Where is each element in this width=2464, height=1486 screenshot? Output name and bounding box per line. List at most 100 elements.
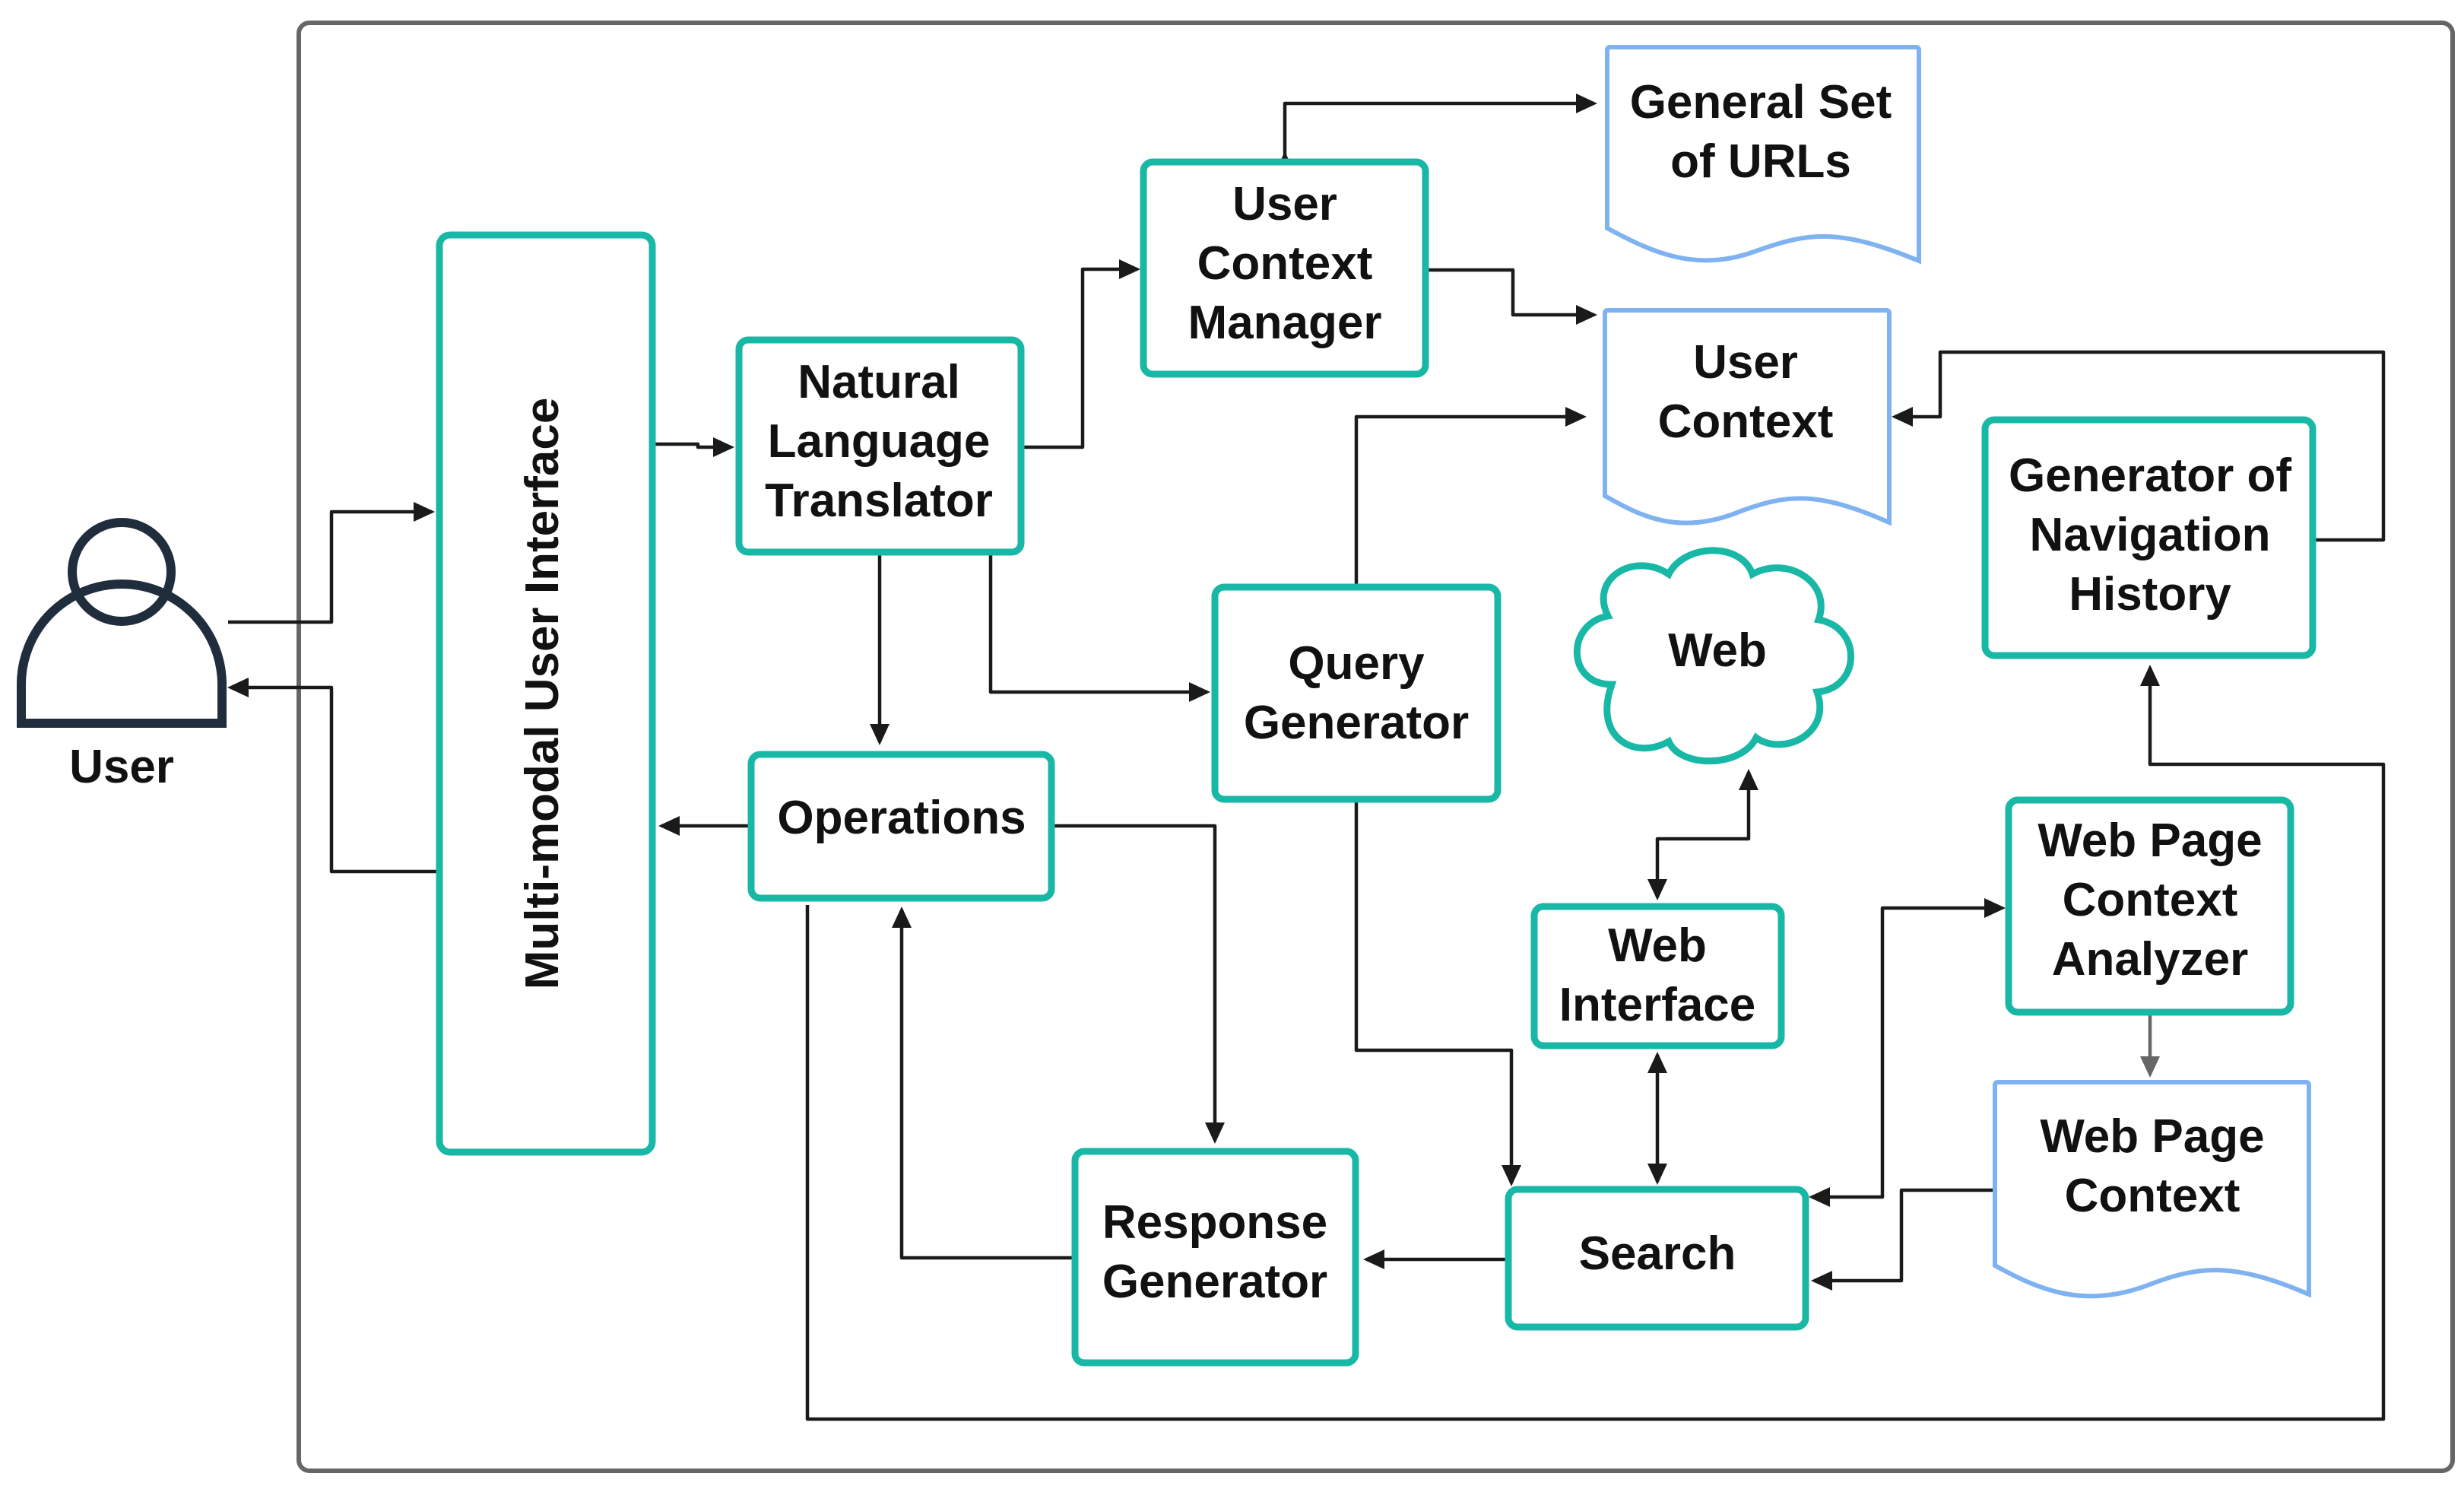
edge-query-to-context (1354, 414, 1584, 584)
arrowhead (1892, 407, 1913, 427)
label-line: Manager (1188, 297, 1382, 349)
arrowhead (1984, 898, 2006, 918)
arrowhead (1363, 1249, 1384, 1269)
edge-pagecontext-to-search (1814, 1188, 1998, 1283)
arrowhead (1205, 1122, 1225, 1144)
label-line: Generator (1244, 697, 1469, 749)
user-label: User (69, 741, 174, 793)
arrowhead (1576, 305, 1597, 325)
ui-label: Multi-modal User Interface (516, 398, 569, 990)
label-line: Context (2063, 874, 2238, 926)
arrowheads (227, 94, 2160, 1291)
edges (228, 101, 2386, 1421)
label-line: History (2069, 568, 2231, 621)
label-line: User (1232, 178, 1337, 230)
label-line: Navigation (2030, 509, 2271, 561)
edge-user-to-ui (228, 510, 432, 624)
arrowhead (2140, 1056, 2160, 1078)
edge-translator-to-query (988, 555, 1207, 694)
label-line: Analyzer (2052, 933, 2248, 986)
label-line: General Set (1630, 76, 1892, 129)
label-line: Web (1668, 624, 1767, 677)
arrowhead (1811, 1271, 1832, 1291)
arrowhead (1647, 1052, 1667, 1073)
label-line: Translator (765, 475, 993, 527)
label-line: Generator of (2009, 449, 2291, 502)
edge-operations-to-response (1053, 824, 1217, 1141)
label-line: Interface (1559, 979, 1755, 1031)
web-label: Web (1668, 624, 1767, 677)
operations-box: Operations (747, 751, 1055, 902)
edge-translator-to-manager (1024, 267, 1137, 449)
arrowhead (1502, 1165, 1521, 1186)
arrowhead (1809, 1187, 1830, 1207)
user-actor: User (17, 518, 227, 793)
label-line: User (1693, 336, 1798, 389)
arrowhead (1576, 94, 1597, 113)
label-line: Web (1608, 919, 1707, 972)
arrowhead (414, 502, 435, 522)
user-icon-body (17, 579, 227, 728)
arrowhead (2140, 665, 2160, 686)
edge-operations-to-history (805, 668, 2386, 1421)
general-urls-doc: General Set of URLs (1605, 45, 1921, 265)
arrowhead (658, 816, 680, 836)
label-line: Language (768, 415, 991, 468)
arrowhead (713, 437, 734, 457)
edge-history-to-context (1895, 350, 2386, 542)
edge-response-to-operations (899, 910, 1073, 1260)
edge-web-interface-web (1655, 772, 1751, 897)
cloud-icon (1573, 547, 1854, 765)
label-line: Operations (777, 792, 1026, 844)
label-line: Generator (1102, 1256, 1327, 1308)
arrowhead (1119, 259, 1140, 279)
label-line: Context (2065, 1170, 2240, 1222)
label-line: Natural (798, 356, 960, 408)
arrowhead (892, 907, 912, 928)
label-line: Response (1102, 1196, 1327, 1249)
operations-label: Operations (777, 792, 1026, 844)
arrowhead (1647, 1164, 1667, 1185)
ui-box: Multi-modal User Interface (436, 231, 656, 1156)
edge-ui-to-user (232, 685, 437, 874)
label-line: Query (1288, 637, 1425, 690)
web-cloud: Web (1573, 547, 1854, 765)
arrowhead (870, 724, 890, 745)
arrowhead (1739, 769, 1758, 790)
edge-query-to-search (1354, 801, 1514, 1183)
system-boundary (297, 21, 2455, 1473)
label-line: Web Page (2037, 814, 2262, 867)
edge-search-analyzer (1812, 906, 2003, 1199)
edge-manager-general-urls (1283, 101, 1593, 156)
arrowhead (1647, 879, 1667, 900)
label-line: of URLs (1670, 135, 1851, 188)
search-box: Search (1505, 1186, 1809, 1331)
arrowhead (1565, 407, 1587, 427)
label-line: Search (1579, 1227, 1736, 1280)
arrowhead (227, 678, 249, 697)
edge-manager-to-context (1429, 268, 1594, 317)
search-label: Search (1579, 1227, 1736, 1280)
label-line: Context (1197, 237, 1373, 290)
general-urls-label: General Set of URLs (1630, 76, 1892, 188)
label-line: Web Page (2040, 1110, 2264, 1163)
